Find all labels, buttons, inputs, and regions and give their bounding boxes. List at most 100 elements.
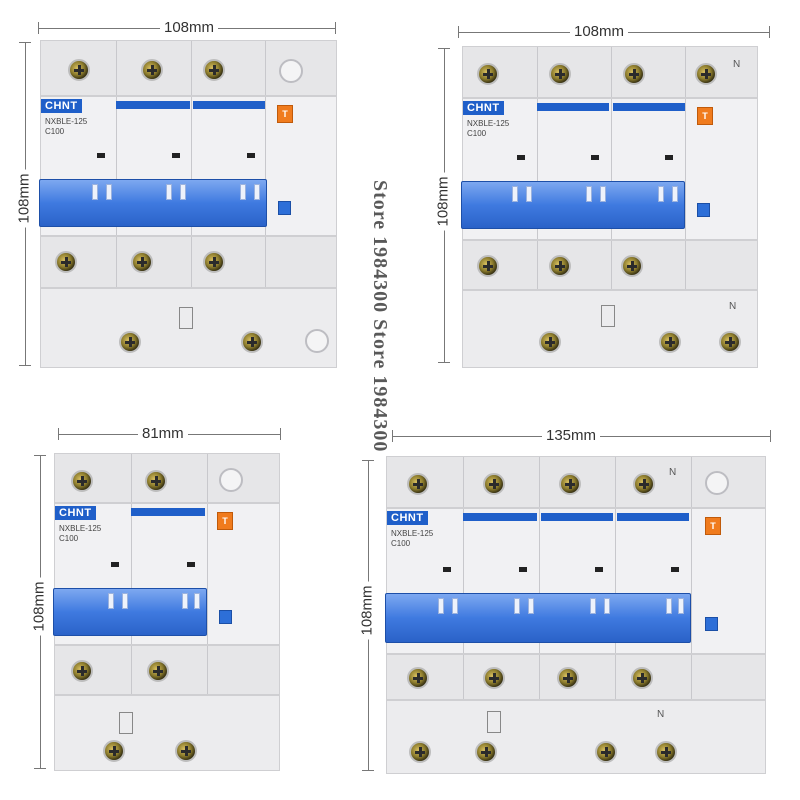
- dim-tick: [438, 362, 450, 363]
- dim-tick: [34, 768, 46, 769]
- terminal-screw-icon: [539, 331, 561, 353]
- status-window: [519, 567, 527, 572]
- breaker-face: CHNT NXBLE-125 C100 T: [53, 503, 280, 645]
- reset-button[interactable]: [278, 201, 291, 215]
- width-label: 81mm: [138, 425, 188, 442]
- model-number: NXBLE-125: [467, 119, 510, 128]
- top-terminal-block: [40, 40, 337, 96]
- terminal-screw-icon: [659, 331, 681, 353]
- dim-tick: [335, 22, 336, 34]
- top-terminal-block: N: [386, 456, 766, 508]
- terminal-screw-icon: [71, 660, 93, 682]
- status-window: [111, 562, 119, 567]
- neutral-label: N: [669, 467, 677, 478]
- lower-terminal-block: N: [386, 700, 766, 774]
- reset-button[interactable]: [705, 617, 718, 631]
- model-number: NXBLE-125: [59, 524, 102, 533]
- status-window: [665, 155, 673, 160]
- rating-label: C100: [59, 534, 79, 543]
- store-watermark: Store 1984300 Store 1984300: [369, 180, 391, 453]
- load-direction-label: [119, 712, 133, 734]
- top-terminal-block: [54, 453, 280, 503]
- terminal-screw-icon: [55, 251, 77, 273]
- terminal-screw-icon: [103, 740, 125, 762]
- terminal-screw-icon: [477, 63, 499, 85]
- bottom-terminal-block: [462, 240, 758, 290]
- terminal-screw-icon: [71, 470, 93, 492]
- neutral-label: N: [729, 301, 737, 312]
- operating-handle[interactable]: [385, 593, 691, 643]
- breaker-5pole-135mm: N CHNT NXBLE-125 C100 T N: [385, 456, 766, 774]
- width-label: 108mm: [570, 23, 629, 40]
- terminal-screw-icon: [147, 660, 169, 682]
- operating-handle[interactable]: [53, 588, 207, 636]
- terminal-screw-icon: [631, 667, 653, 689]
- terminal-screw-icon: [595, 741, 617, 763]
- rating-label: C100: [45, 127, 65, 136]
- breaker-4pole-n-108mm: N CHNT NXBLE-125 C100 T N: [461, 46, 758, 368]
- terminal-hole: [705, 471, 729, 495]
- terminal-screw-icon: [695, 63, 717, 85]
- reset-button[interactable]: [219, 610, 232, 624]
- terminal-screw-icon: [175, 740, 197, 762]
- status-window: [247, 153, 255, 158]
- terminal-screw-icon: [407, 473, 429, 495]
- terminal-screw-icon: [483, 473, 505, 495]
- width-label: 135mm: [542, 427, 601, 444]
- terminal-hole: [219, 468, 243, 492]
- width-label: 108mm: [160, 19, 219, 36]
- terminal-screw-icon: [655, 741, 677, 763]
- terminal-screw-icon: [145, 470, 167, 492]
- test-button[interactable]: T: [705, 517, 721, 535]
- terminal-screw-icon: [407, 667, 429, 689]
- terminal-screw-icon: [483, 667, 505, 689]
- lower-terminal-block: N: [462, 290, 758, 368]
- terminal-screw-icon: [623, 63, 645, 85]
- terminal-screw-icon: [409, 741, 431, 763]
- model-number: NXBLE-125: [45, 117, 88, 126]
- top-terminal-block: N: [462, 46, 758, 98]
- breaker-3pole-81mm: CHNT NXBLE-125 C100 T: [53, 453, 280, 771]
- brand-logo: CHNT: [55, 506, 96, 520]
- dim-tick: [362, 770, 374, 771]
- terminal-screw-icon: [68, 59, 90, 81]
- breaker-face: CHNT NXBLE-125 C100 T: [385, 508, 766, 654]
- operating-handle[interactable]: [461, 181, 685, 229]
- dim-tick: [280, 428, 281, 440]
- operating-handle[interactable]: [39, 179, 267, 227]
- terminal-screw-icon: [203, 251, 225, 273]
- lower-terminal-block: [54, 695, 280, 771]
- terminal-screw-icon: [141, 59, 163, 81]
- test-button[interactable]: T: [217, 512, 233, 530]
- terminal-screw-icon: [477, 255, 499, 277]
- terminal-screw-icon: [557, 667, 579, 689]
- height-label: 108mm: [30, 577, 48, 636]
- breaker-face: CHNT NXBLE-125 C100 T: [461, 98, 758, 240]
- status-window: [517, 155, 525, 160]
- terminal-screw-icon: [633, 473, 655, 495]
- load-direction-label: [487, 711, 501, 733]
- dim-tick: [769, 26, 770, 38]
- bottom-terminal-block: [54, 645, 280, 695]
- load-direction-label: [601, 305, 615, 327]
- terminal-screw-icon: [131, 251, 153, 273]
- brand-logo: CHNT: [463, 101, 504, 115]
- dim-tick: [770, 430, 771, 442]
- brand-logo: CHNT: [41, 99, 82, 113]
- status-window: [187, 562, 195, 567]
- status-window: [172, 153, 180, 158]
- status-window: [591, 155, 599, 160]
- lower-terminal-block: [40, 288, 337, 368]
- terminal-hole: [305, 329, 329, 353]
- terminal-hole: [279, 59, 303, 83]
- height-label: 108mm: [15, 169, 33, 228]
- reset-button[interactable]: [697, 203, 710, 217]
- terminal-screw-icon: [719, 331, 741, 353]
- rating-label: C100: [467, 129, 487, 138]
- neutral-label: N: [733, 59, 741, 70]
- terminal-screw-icon: [559, 473, 581, 495]
- load-direction-label: [179, 307, 193, 329]
- test-button[interactable]: T: [277, 105, 293, 123]
- test-button[interactable]: T: [697, 107, 713, 125]
- dim-tick: [19, 365, 31, 366]
